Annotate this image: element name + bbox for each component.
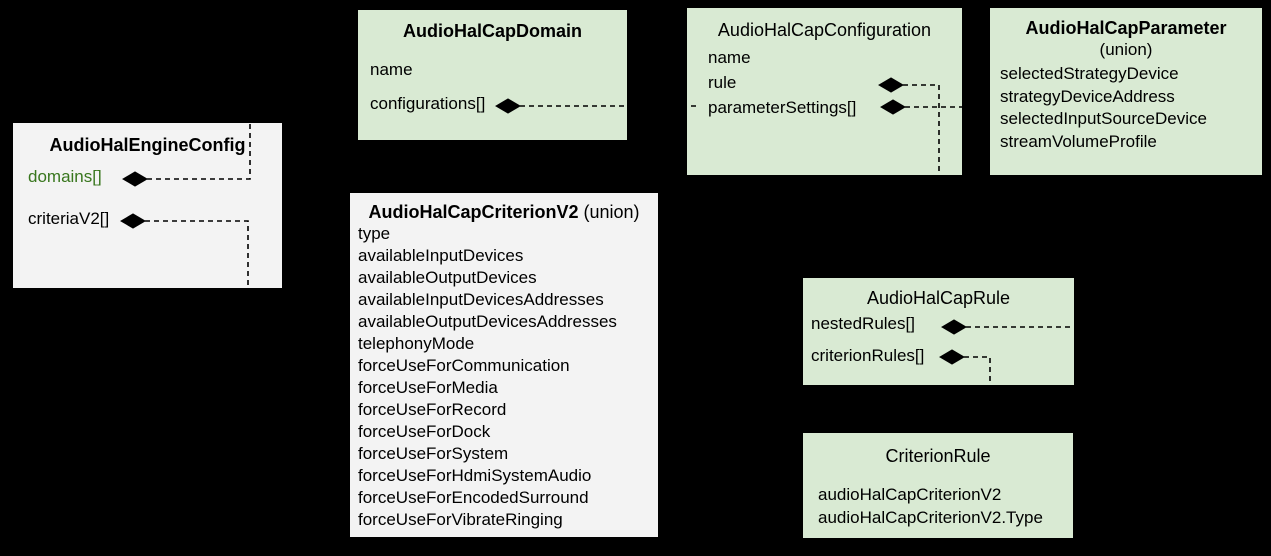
field-forceuseforsystem: forceUseForSystem (358, 444, 509, 463)
class-title: AudioHalCapConfiguration (717, 20, 932, 40)
field-streamvolumeprofile: streamVolumeProfile (1000, 131, 1157, 151)
class-box-audiohalcapconfiguration: AudioHalCapConfiguration name rule param… (687, 8, 962, 175)
class-subtitle-union: (union) (1099, 40, 1153, 59)
field-list: audioHalCapCriterionV2 audioHalCapCriter… (803, 485, 1073, 531)
field-audiohalcapcriterionv2-type: audioHalCapCriterionV2.Type (818, 508, 1043, 527)
field-forceuseforvibrateringing: forceUseForVibrateRinging (358, 510, 563, 529)
field-configurations: configurations[] (370, 94, 486, 113)
field-domains: domains[] (28, 167, 102, 186)
class-box-audiohalcapcriterionv2: AudioHalCapCriterionV2 (union) type avai… (350, 193, 658, 537)
field-criterionrules: criterionRules[] (811, 346, 925, 365)
field-list: type availableInputDevices availableOutp… (350, 224, 658, 532)
field-parametersettings: parameterSettings[] (708, 98, 857, 117)
field-forceuseforhdmisystemaudio: forceUseForHdmiSystemAudio (358, 466, 592, 485)
class-title: AudioHalCapCriterionV2 (union) (350, 193, 658, 223)
field-list: name rule parameterSettings[] (687, 48, 962, 123)
field-telephonymode: telephonyMode (358, 334, 475, 353)
field-list: selectedStrategyDevice strategyDeviceAdd… (990, 64, 1262, 154)
class-box-criterionrule: CriterionRule audioHalCapCriterionV2 aud… (803, 433, 1073, 538)
field-audiohalcapcriterionv2: audioHalCapCriterionV2 (818, 485, 1002, 504)
field-list: domains[] criteriaV2[] (13, 167, 282, 251)
class-box-audiohalcapdomain: AudioHalCapDomain name configurations[] (358, 10, 627, 140)
field-name: name (370, 60, 413, 79)
field-availableinputdevicesaddresses: availableInputDevicesAddresses (358, 290, 604, 309)
class-title: AudioHalEngineConfig (49, 135, 246, 155)
field-criteriav2: criteriaV2[] (28, 209, 110, 228)
field-selectedinputsourcedevice: selectedInputSourceDevice (1000, 109, 1207, 128)
class-title: AudioHalCapDomain (402, 21, 582, 41)
field-name: name (708, 48, 751, 67)
field-forceuseforcommunication: forceUseForCommunication (358, 356, 570, 375)
class-title-main: AudioHalCapCriterionV2 (368, 202, 579, 222)
field-availableoutputdevicesaddresses: availableOutputDevicesAddresses (358, 312, 617, 331)
field-list: nestedRules[] criterionRules[] (803, 314, 1074, 378)
field-type: type (358, 224, 391, 243)
field-forceuseforrecord: forceUseForRecord (358, 400, 507, 419)
class-box-audiohalcapparameter: AudioHalCapParameter (union) selectedStr… (990, 8, 1262, 175)
class-title: CriterionRule (885, 446, 991, 466)
field-forceusefordock: forceUseForDock (358, 422, 491, 441)
field-availableinputdevices: availableInputDevices (358, 246, 524, 265)
field-list: name configurations[] (358, 60, 627, 128)
class-title: AudioHalCapParameter (1025, 18, 1227, 38)
field-forceuseformedia: forceUseForMedia (358, 378, 498, 397)
field-nestedrules: nestedRules[] (811, 314, 915, 333)
field-selectedstrategydevice: selectedStrategyDevice (1000, 64, 1179, 83)
field-availableoutputdevices: availableOutputDevices (358, 268, 537, 287)
field-forceuseforencodedsurround: forceUseForEncodedSurround (358, 488, 589, 507)
class-title: AudioHalCapRule (866, 288, 1011, 308)
field-strategydeviceaddress: strategyDeviceAddress (1000, 86, 1175, 106)
field-rule: rule (708, 73, 737, 92)
class-box-audiohalengineconfig: AudioHalEngineConfig domains[] criteriaV… (13, 123, 282, 288)
class-subtitle-union: (union) (583, 202, 640, 222)
class-box-audiohalcaprule: AudioHalCapRule nestedRules[] criterionR… (803, 278, 1074, 385)
